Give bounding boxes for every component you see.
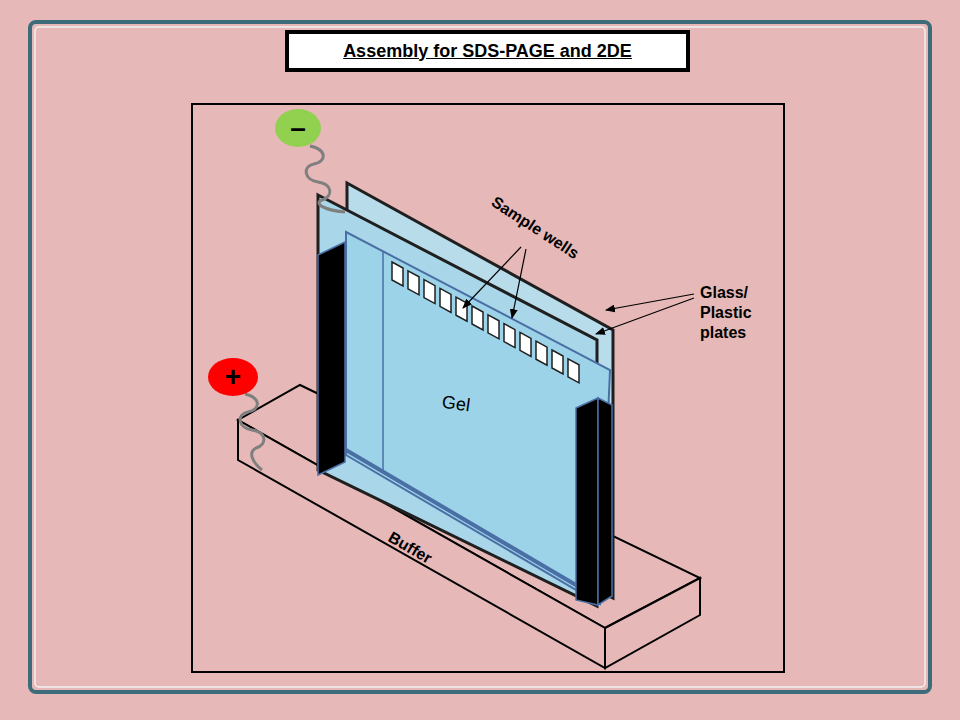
gel bbox=[346, 232, 610, 604]
part-label: Buffer bbox=[385, 528, 435, 567]
sample-well bbox=[488, 315, 499, 339]
cathode-wire bbox=[306, 146, 345, 212]
right-spacer bbox=[576, 398, 598, 605]
callout-label: Sample wells bbox=[488, 193, 582, 263]
panel-frame bbox=[192, 104, 784, 672]
part-label: Gel bbox=[441, 392, 472, 417]
right-spacer-side bbox=[598, 398, 612, 605]
sample-well bbox=[536, 341, 547, 365]
left-spacer bbox=[318, 242, 345, 475]
sample-well bbox=[472, 306, 483, 330]
sample-wells bbox=[392, 262, 579, 383]
outer-frame bbox=[30, 22, 930, 692]
title-box: Assembly for SDS-PAGE and 2DE bbox=[285, 30, 690, 72]
anode-wire bbox=[240, 394, 264, 470]
electrode-circle: – bbox=[275, 109, 321, 147]
comb-line bbox=[382, 251, 384, 470]
tank-side bbox=[605, 578, 700, 668]
leader-arrow bbox=[463, 247, 521, 308]
sample-well bbox=[392, 262, 403, 286]
title: Assembly for SDS-PAGE and 2DE bbox=[343, 41, 632, 62]
sample-well bbox=[504, 324, 515, 348]
leader-arrow bbox=[606, 294, 694, 310]
sample-well bbox=[520, 332, 531, 356]
sample-well bbox=[456, 297, 467, 321]
callout-label: Glass/ Plastic plates bbox=[700, 283, 774, 343]
leader-arrow bbox=[512, 249, 526, 318]
electrode-circle: + bbox=[208, 358, 258, 396]
sample-well bbox=[424, 280, 435, 304]
sample-well bbox=[568, 359, 579, 383]
polarity-sign: + bbox=[225, 363, 241, 391]
leader-arrow bbox=[596, 298, 694, 334]
gel-bottom bbox=[346, 450, 598, 598]
sample-well bbox=[552, 350, 563, 374]
sample-well bbox=[440, 288, 451, 312]
polarity-sign: – bbox=[290, 114, 306, 142]
outer-frame-inner bbox=[35, 27, 925, 687]
sample-well bbox=[408, 271, 419, 295]
